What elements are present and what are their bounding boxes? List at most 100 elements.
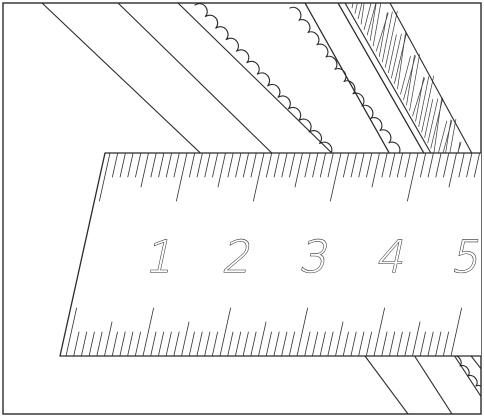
ruler-tick-bottom <box>427 331 434 357</box>
ruler-tick-bottom <box>327 331 334 357</box>
ruler-tick-bottom <box>219 307 232 357</box>
ruler-tick-bottom <box>412 321 421 357</box>
ruler-tick-top <box>458 152 465 178</box>
ruler-number-5: 5 <box>448 232 484 282</box>
ruler-tick-bottom <box>111 331 118 357</box>
ruler-tick-bottom <box>335 321 344 357</box>
ruler-tick-top <box>196 152 203 178</box>
ruler-tick-top <box>188 152 196 178</box>
ruler-tick-top <box>327 152 334 178</box>
hatch-stroke <box>372 3 382 47</box>
ruler-tick-bottom <box>450 307 463 357</box>
hatch-stroke <box>418 76 430 128</box>
ruler-tick-top <box>443 152 450 178</box>
ruler-tick-bottom <box>173 331 180 357</box>
ruler-tick-top <box>396 152 404 178</box>
ruler-tick-top <box>227 152 234 178</box>
hatch-stroke <box>388 34 397 74</box>
ruler-tick-top <box>150 152 157 178</box>
ruler-tick-bottom <box>227 331 234 357</box>
hatch-stroke <box>415 76 424 122</box>
ruler-tick-top <box>329 152 342 202</box>
ruler-tick-top <box>304 152 311 178</box>
ruler-tick-top <box>112 152 119 178</box>
ruler-tick-top <box>204 152 211 178</box>
ruler-tick-top <box>212 152 219 178</box>
ruler-tick-bottom <box>311 331 319 357</box>
ruler-tick-bottom <box>73 331 80 357</box>
ruler-tick-top <box>250 152 257 178</box>
ruler-tick-bottom <box>281 331 288 357</box>
ruler-tick-top <box>381 152 388 178</box>
ruler-tick-top <box>350 152 357 178</box>
hatch-stroke <box>366 3 377 36</box>
ruler-tick-bottom <box>442 331 450 357</box>
ruler-tick-top <box>406 152 419 202</box>
ruler-tick-top <box>404 152 411 178</box>
ruler-tick-bottom <box>288 331 296 357</box>
ruler-tick-bottom <box>396 331 403 357</box>
ruler-tick-bottom <box>296 307 309 357</box>
ruler-tick-top <box>135 152 142 178</box>
ruler-tick-top <box>99 152 111 202</box>
hatch-stroke <box>427 98 439 144</box>
hatch-stroke <box>363 3 372 30</box>
ruler-tick-top <box>140 152 149 188</box>
ruler-tick-top <box>173 152 180 178</box>
ruler-tick-bottom <box>65 307 77 357</box>
hatch-stroke <box>381 11 393 63</box>
ruler-tick-top <box>427 152 434 178</box>
ruler-tick-bottom <box>104 321 113 357</box>
ruler-tick-bottom <box>157 331 165 357</box>
ruler-tick-bottom <box>81 331 88 357</box>
hatch-stroke <box>406 54 415 106</box>
ruler-tick-bottom <box>204 331 211 357</box>
ruler-tick-top <box>389 152 396 178</box>
ruler-tick-bottom <box>381 331 388 357</box>
ruler-tick-top <box>165 152 173 178</box>
ruler-tick-top <box>175 152 188 202</box>
ruler-tick-bottom <box>250 331 257 357</box>
ruler-tick-bottom <box>342 331 349 357</box>
hatch-stroke <box>409 54 420 111</box>
ruler-tick-top <box>127 152 134 178</box>
ruler-tick-bottom <box>142 307 155 357</box>
ruler-tick-bottom <box>304 331 311 357</box>
ruler-tick-top <box>281 152 288 178</box>
ruler-tick-top <box>466 152 473 178</box>
ruler-tick-top <box>235 152 242 178</box>
ruler-tick-bottom <box>419 331 426 357</box>
ruler-tick-bottom <box>96 331 103 357</box>
hatch-stroke <box>360 3 365 25</box>
hatch-stroke <box>354 3 358 14</box>
ruler-tick-top <box>312 152 319 178</box>
ruler-body <box>59 152 481 357</box>
ruler-tick-bottom <box>188 331 195 357</box>
ruler-tick-bottom <box>242 331 249 357</box>
ruler-tick-top <box>473 152 481 178</box>
ruler-tick-top <box>242 152 250 178</box>
lower-belts <box>361 351 481 414</box>
ruler-tick-top <box>158 152 165 178</box>
hatch-stroke <box>369 3 377 41</box>
ruler-tick-bottom <box>273 331 280 357</box>
hatch-stroke <box>384 10 398 68</box>
ruler-tick-top <box>366 152 373 178</box>
ruler-tick-bottom <box>435 331 442 357</box>
hatch-stroke <box>378 12 388 57</box>
ruler-tick-top <box>217 152 226 188</box>
ruler-tick-bottom <box>265 331 272 357</box>
ruler-tick-top <box>294 152 303 188</box>
ruler-tick-bottom <box>134 331 142 357</box>
hatch-stroke <box>391 33 402 79</box>
ruler-tick-bottom <box>258 321 267 357</box>
hatch-stroke <box>357 3 363 20</box>
ruler-tick-top <box>119 152 126 178</box>
ruler-tick-top <box>265 152 273 178</box>
ruler-tick-top <box>273 152 280 178</box>
ruler-tick-bottom <box>388 331 396 357</box>
ruler-tick-bottom <box>88 331 95 357</box>
ruler-tick-bottom <box>165 331 172 357</box>
ruler-tick-bottom <box>373 307 386 357</box>
